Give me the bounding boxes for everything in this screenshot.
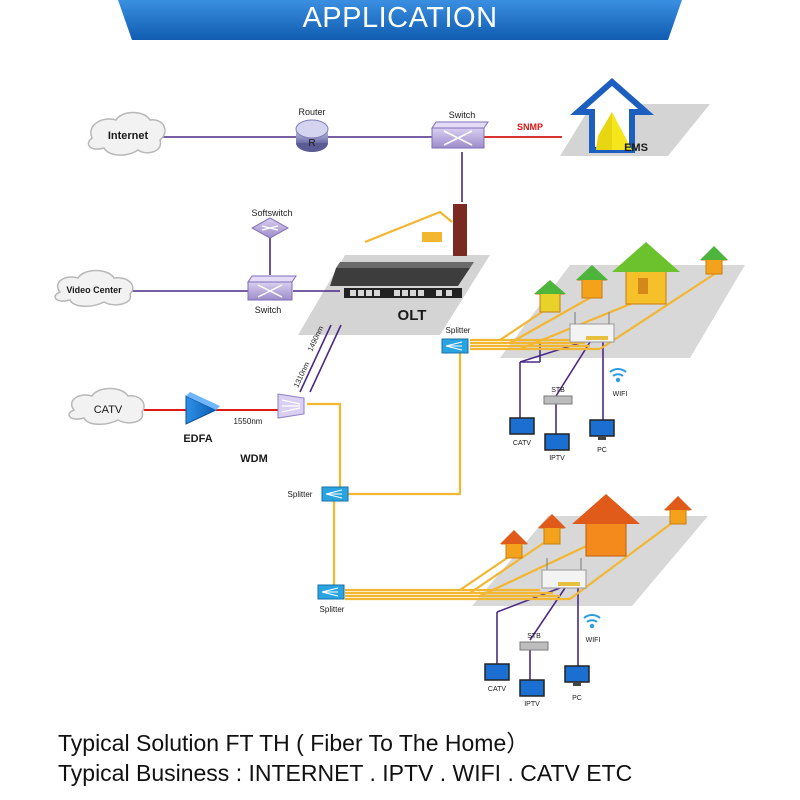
footer-caption: Typical Solution FT TH ( Fiber To The Ho… — [58, 728, 632, 788]
house-icon — [664, 496, 692, 525]
wdm-icon: WDM — [240, 393, 305, 465]
banner-title: APPLICATION — [302, 2, 498, 34]
ethernet-links — [132, 136, 604, 680]
wdm-label: WDM — [240, 453, 268, 465]
onu-1-icon — [569, 312, 615, 343]
video-center-cloud: Video Center — [54, 269, 134, 307]
stb-1-label: STB — [551, 387, 565, 394]
video-center-label: Video Center — [66, 285, 122, 295]
splitter-b-label: Splitter — [446, 326, 471, 335]
footer-line-solution: Typical Solution FT TH ( Fiber To The Ho… — [58, 730, 530, 756]
olt-device: OLT — [330, 204, 474, 324]
catv-cloud: CATV — [68, 387, 145, 425]
splitter-a-icon: Splitter — [288, 486, 349, 502]
catv-tv-2-icon: CATV — [484, 663, 510, 693]
home-platform-2 — [472, 516, 708, 606]
house-icon — [500, 530, 528, 559]
router-label: Router — [298, 107, 325, 117]
switch-top-label: Switch — [449, 110, 476, 120]
splitter-c-label: Splitter — [320, 605, 345, 614]
stb-2-label: STB — [527, 633, 541, 640]
olt-label: OLT — [398, 307, 427, 324]
pc-2-icon: PC — [564, 665, 590, 702]
softswitch-label: Softswitch — [251, 208, 292, 218]
catv-source-label: CATV — [94, 404, 123, 416]
footer-line-business: Typical Business : INTERNET . IPTV . WIF… — [58, 760, 633, 786]
catv-tv-2-label: CATV — [488, 686, 506, 693]
house-icon — [538, 514, 566, 545]
switch-mid-icon: Switch — [247, 275, 297, 315]
house-icon — [576, 265, 608, 299]
edfa-icon: EDFA — [183, 392, 220, 445]
iptv-tv-2-label: IPTV — [524, 701, 540, 708]
edfa-label: EDFA — [183, 433, 212, 445]
home-platform-1 — [500, 265, 745, 358]
softswitch-icon: Softswitch — [250, 208, 293, 239]
fiber-links — [307, 210, 717, 601]
house-icon — [612, 242, 680, 305]
catv-tv-1-icon: CATV — [509, 417, 535, 447]
house-icon — [700, 246, 728, 275]
home-2-devices: STB WIFI CATV IPTV PC — [484, 614, 601, 708]
home-1-devices: STB WIFI CATV IPTV PC — [509, 368, 628, 462]
home-2-houses — [500, 494, 692, 589]
internet-cloud: Internet — [87, 111, 166, 156]
router-mark: R — [308, 138, 315, 149]
switch-mid-label: Switch — [255, 305, 282, 315]
wifi-2-label: WIFI — [586, 637, 601, 644]
splitter-b-icon: Splitter — [441, 326, 471, 354]
iptv-tv-1-icon: IPTV — [544, 433, 570, 462]
home-1-houses — [534, 242, 728, 343]
house-icon — [572, 494, 640, 557]
splitter-c-icon: Splitter — [317, 584, 345, 614]
onu-2-icon — [541, 558, 587, 589]
iptv-tv-1-label: IPTV — [549, 455, 565, 462]
switch-top-icon: Switch — [431, 110, 489, 149]
wifi-2-icon: WIFI — [583, 614, 601, 644]
banner — [118, 0, 682, 40]
wifi-1-icon: WIFI — [609, 368, 628, 398]
wifi-1-label: WIFI — [613, 391, 628, 398]
router-icon: R Router — [295, 107, 329, 152]
pc-1-icon: PC — [589, 419, 615, 454]
stb-2-icon: STB — [519, 633, 549, 651]
ems-icon: EMS — [570, 77, 654, 154]
splitter-a-label: Splitter — [288, 490, 313, 499]
stb-1-icon: STB — [543, 387, 573, 405]
network-diagram: Internet R Router Switch SNMP EMS — [54, 77, 745, 708]
wave-1550-label: 1550nm — [234, 417, 263, 426]
ems-label: EMS — [624, 142, 648, 154]
pc-2-label: PC — [572, 695, 582, 702]
internet-label: Internet — [108, 130, 149, 142]
iptv-tv-2-icon: IPTV — [519, 679, 545, 708]
snmp-label: SNMP — [517, 122, 543, 132]
catv-tv-1-label: CATV — [513, 440, 531, 447]
house-icon — [534, 280, 566, 313]
pc-1-label: PC — [597, 447, 607, 454]
